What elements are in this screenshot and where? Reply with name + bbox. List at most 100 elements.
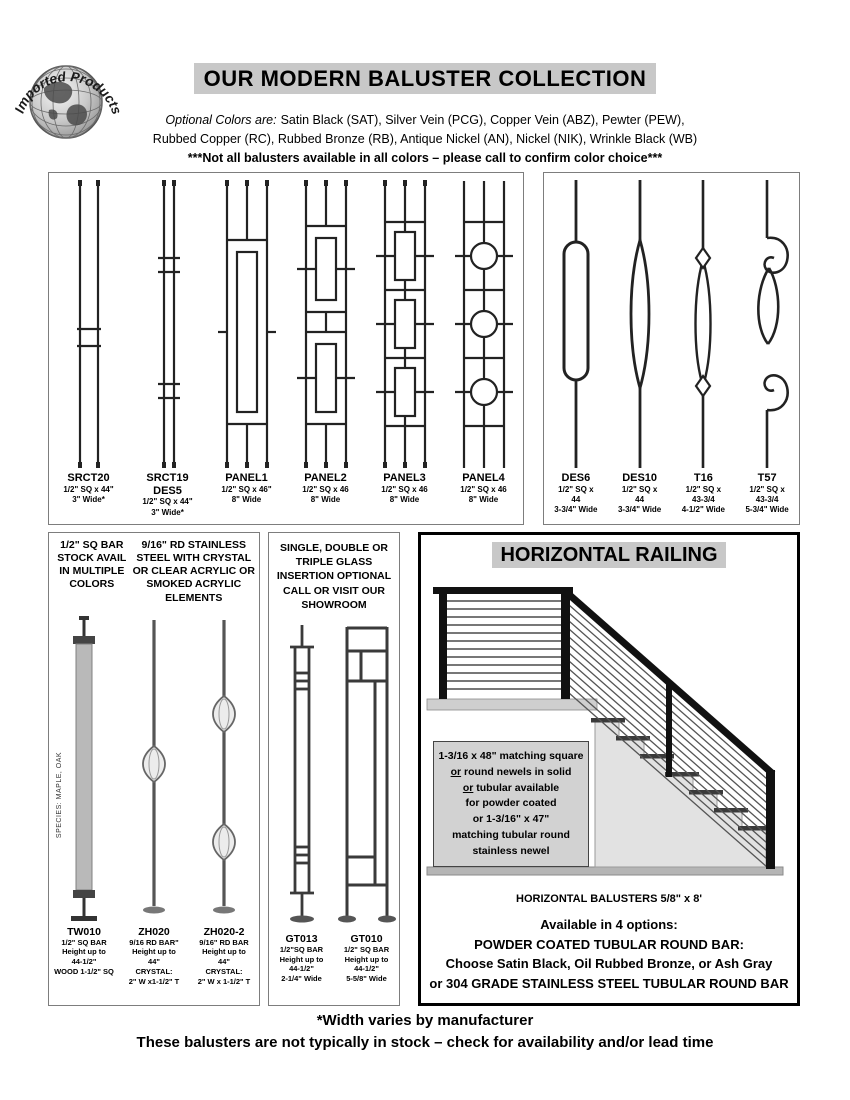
newel-note-line: or round newels in solid [450,765,572,778]
page-title-text: OUR MODERN BALUSTER COLLECTION [193,63,657,94]
baluster-spec-line: 3-3/4" Wide [617,505,662,515]
baluster-name-line: T57 [757,472,777,484]
baluster-drawing-srct20 [54,178,124,470]
baluster-spec-line: 1/2" SQ x [685,484,722,494]
baluster-spec-line: 8" Wide [231,495,262,505]
baluster-spec-line: 8" Wide [468,495,499,505]
footer-stock-note: These balusters are not typically in sto… [136,1033,714,1051]
newel-note-line: matching tubular round [452,828,570,841]
newel-note-line: for powder coated [465,797,557,810]
baluster-spec-line: WOOD 1-1/2" SQ [54,966,114,976]
baluster-name-line: PANEL2 [304,472,347,484]
panel2-baluster-icon [296,180,355,468]
baluster-drawing-t57 [736,178,798,470]
baluster-spec-line: 1/2" SQ x 44" [63,484,114,494]
baluster-spec-line: 3" Wide* [151,507,184,517]
baluster-spec-line: 5-5/8" Wide [346,974,387,984]
glass-balusters-box: SINGLE, DOUBLE OR TRIPLE GLASS INSERTION… [268,532,400,1006]
baluster-name: ZH020-2 [204,926,245,938]
srct19-baluster-icon [157,180,180,468]
railing-option-line: POWDER COATED TUBULAR ROUND BAR: [474,936,744,952]
baluster-spec-line: Height up to [344,954,389,964]
gt010-baluster-icon [337,626,396,923]
bar-stock-balusters-box: 1/2" SQ BAR STOCK AVAIL IN MULTIPLE COLO… [48,532,260,1006]
baluster-drawing-panel4 [449,178,519,470]
baluster-spec-line: 9/16" RD BAR [199,937,249,947]
baluster-spec-line: 2" W x1-1/2" T [128,976,180,986]
baluster-drawing-panel2 [291,178,361,470]
baluster-spec-line: 1/2" SQ x [749,484,785,494]
baluster-spec-line: CRYSTAL: [205,966,243,976]
baluster-drawing-zh020 [121,614,187,924]
baluster-drawing-srct19 [133,178,203,470]
baluster-name: PANEL1 [225,472,268,485]
newel-note-line: 1-3/16 x 48" matching square [438,750,584,762]
railing-option-line: Choose Satin Black, Oil Rubbed Bronze, o… [445,956,773,971]
baluster-name: GT010 [350,933,382,945]
bar-box-headers: 1/2" SQ BAR STOCK AVAIL IN MULTIPLE COLO… [49,533,259,609]
baluster-name: DES10 [622,472,657,485]
baluster-spec-line: 2-1/4" Wide [281,974,322,984]
baluster-specs: 1/2" SQ x 46"8" Wide [221,485,271,506]
horizontal-railing-box: HORIZONTAL RAILING [418,532,800,1006]
newel-note-box: 1-3/16 x 48" matching square or round new… [433,741,589,868]
baluster-spec-line: 43-3/4 [755,495,779,505]
underlined-or: or [462,781,474,794]
baluster-name-line: GT013 [285,932,318,945]
baluster-spec-line: 1/2" SQ x 44" [142,497,193,507]
baluster-spec-line: 44-1/2" [354,964,379,974]
railing-option-line: Available in 4 options: [540,917,678,932]
baluster-name-line: T16 [693,472,713,484]
railing-options-text: Available in 4 options: POWDER COATED TUB… [421,915,797,993]
baluster-drawing-t16 [672,178,734,470]
baluster-spec-line: 5-3/4" Wide [745,505,789,515]
t16-baluster-icon [694,180,713,468]
baluster-specs: 1/2" SQ x 44"3" Wide* [63,485,113,506]
wood-species-label: SPECIES: MAPLE, OAK [56,751,63,839]
baluster-name-line: PANEL3 [383,472,426,484]
baluster-drawing-gt010 [335,621,399,931]
railing-staircase-illustration [423,581,795,883]
newel-note-line: or 1-3/16" x 47" [472,813,550,825]
newel-note-line: stainless newel [472,844,550,857]
zh020-baluster-icon [142,619,166,914]
baluster-spec-line: 1/2" SQ x 46 [381,484,428,494]
baluster-drawing-gt013 [273,621,331,931]
baluster-spec-line: 1/2" SQ BAR [343,944,390,954]
panel4-baluster-icon [454,181,513,468]
baluster-name: T57 [758,472,777,485]
baluster-specs: 1/2" SQ x 44"3" Wide* [142,497,192,518]
tw010-baluster-icon [71,615,97,921]
baluster-name: T16 [694,472,713,485]
baluster-drawing-tw010 [51,614,117,924]
baluster-spec-line: Height up to [202,947,246,957]
baluster-name: DES6 [562,472,591,485]
baluster-spec-line: Height up to [279,954,324,964]
color-options-list-1: Satin Black (SAT), Silver Vein (PCG), Co… [280,113,685,127]
baluster-spec-line: 44-1/2" [71,957,97,967]
baluster-name-line: DES10 [622,472,658,484]
baluster-spec-line: 8" Wide [310,495,341,505]
baluster-spec-line: 8" Wide [389,495,420,505]
baluster-drawing-des6 [545,178,607,470]
baluster-name-line: SRCT20 [67,472,110,484]
newel-note-line: or tubular available [462,781,560,794]
